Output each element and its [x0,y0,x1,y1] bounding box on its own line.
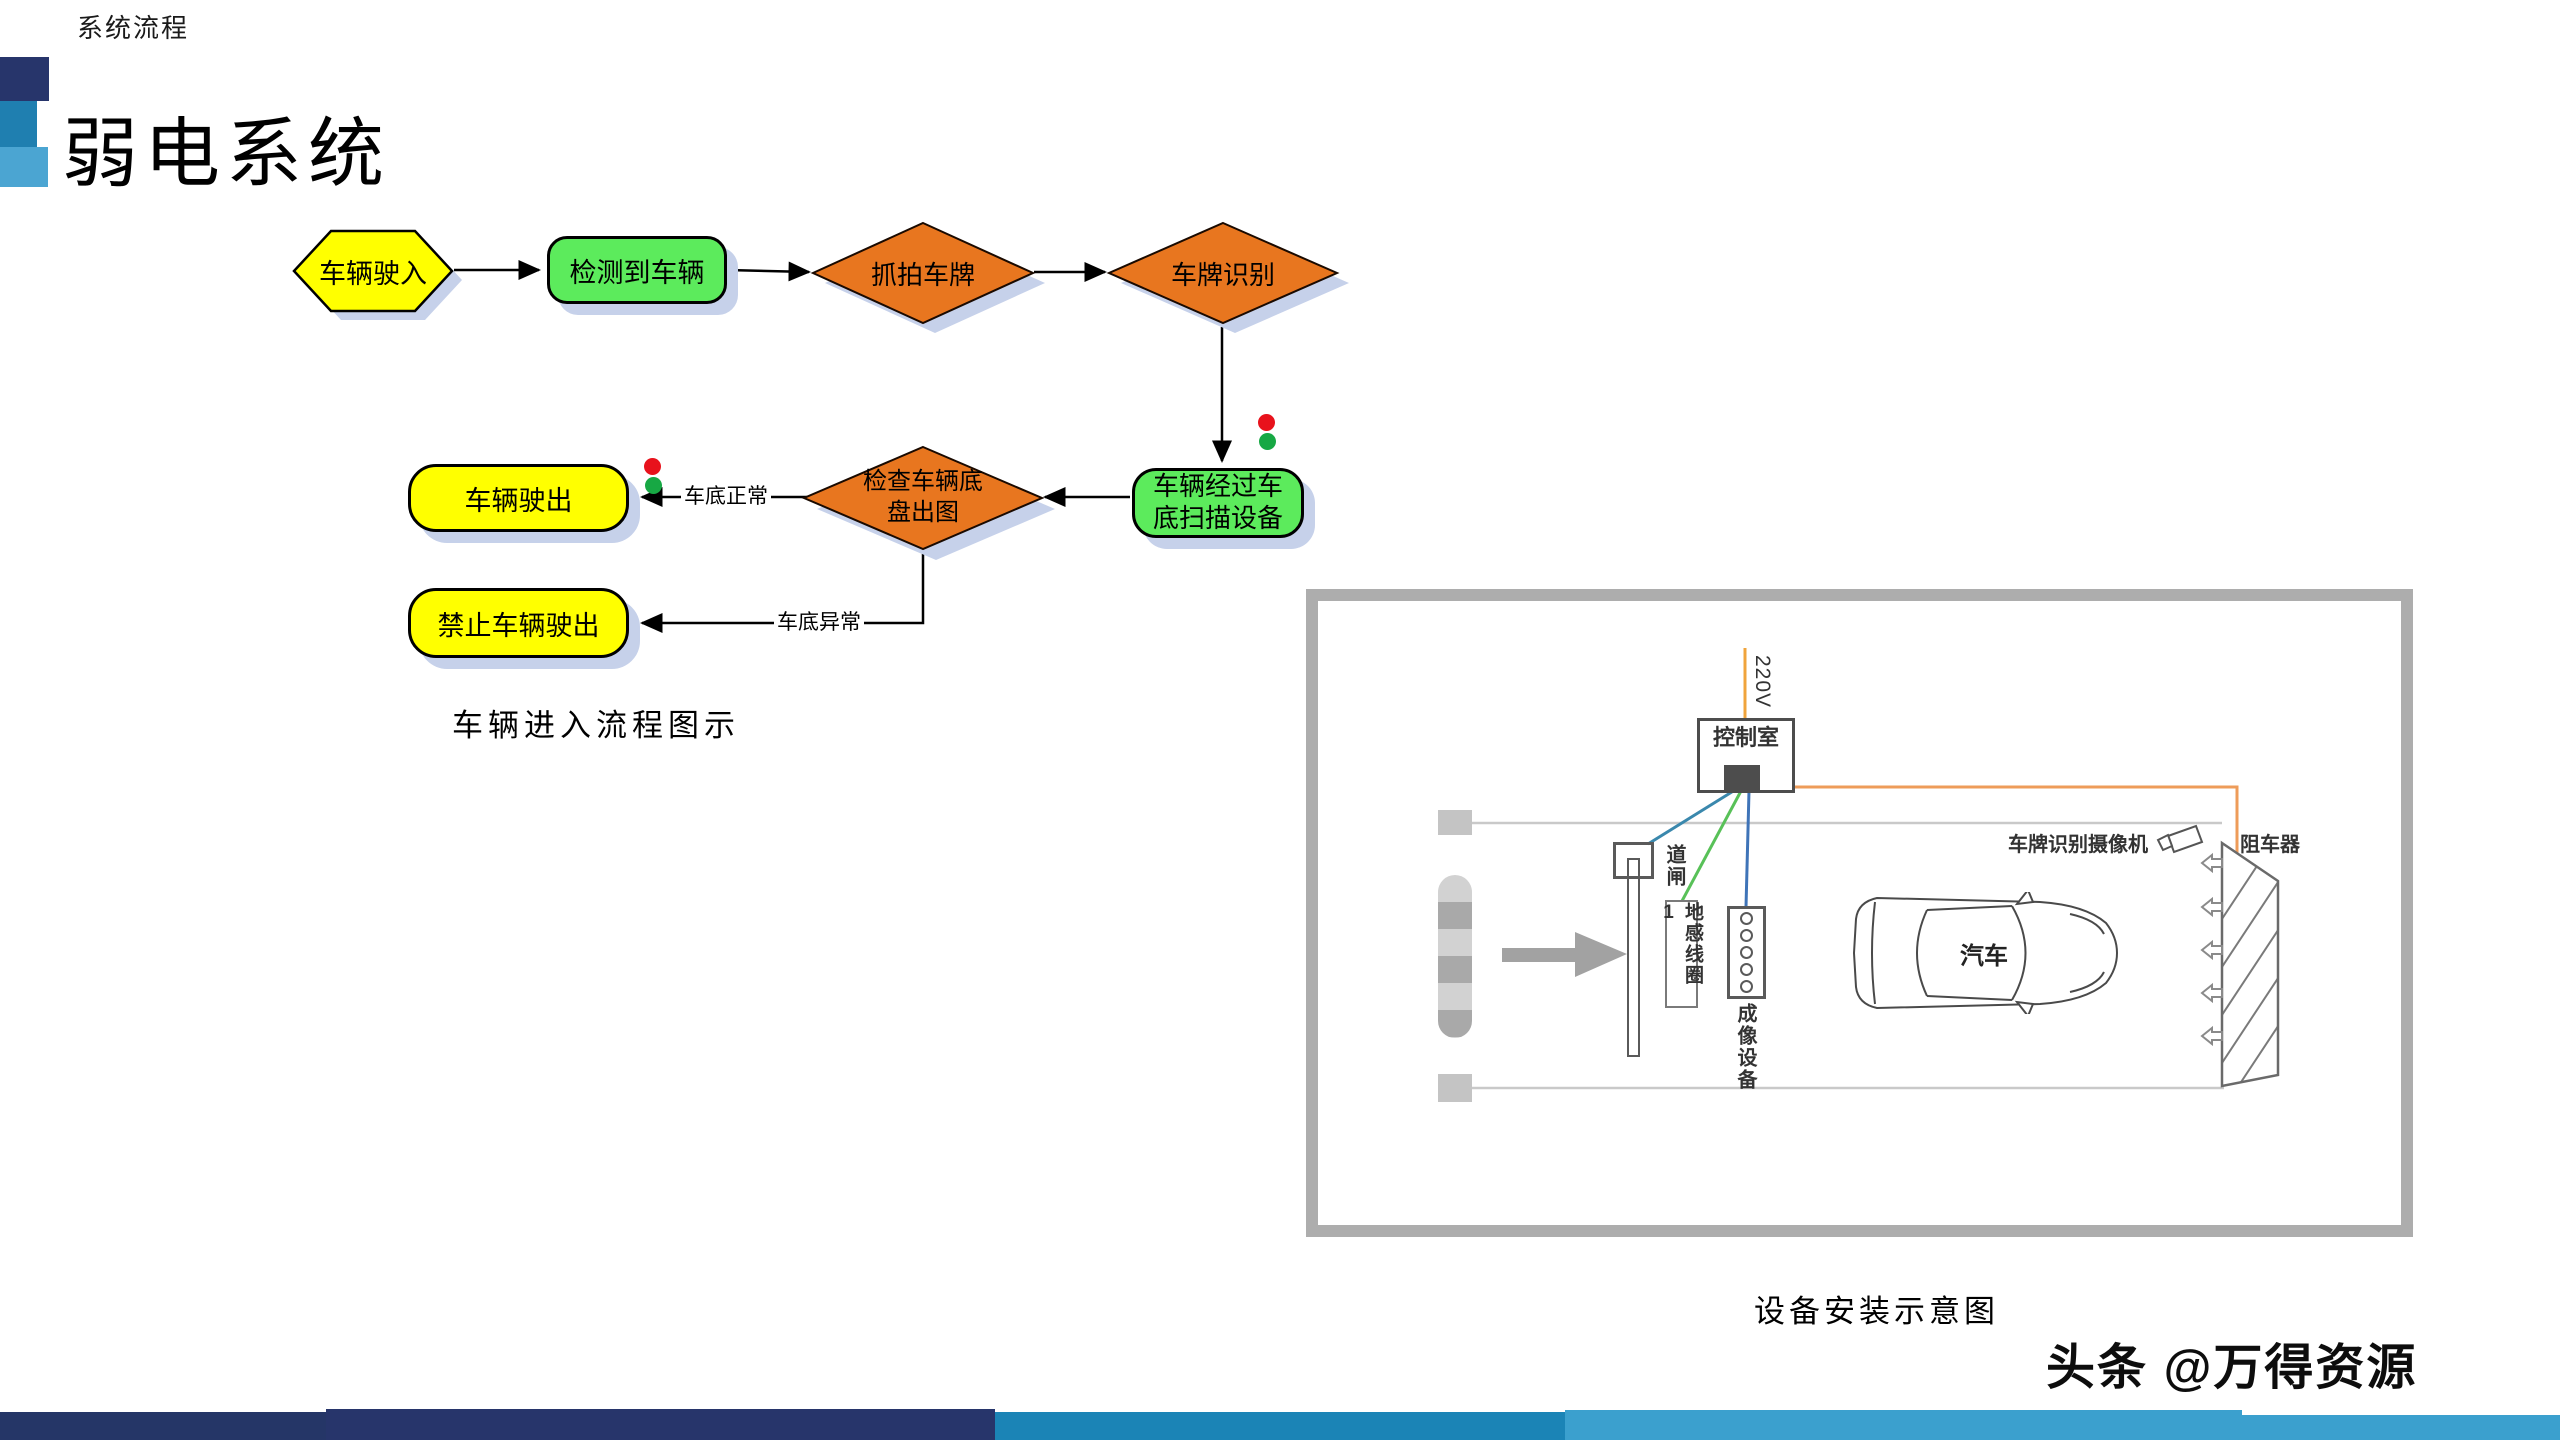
flow-node-detect: 检测到车辆 [547,236,727,304]
car-drawing [1852,888,2119,1018]
edge-detect-capture [726,261,811,282]
blocker-arrows [2200,852,2223,1047]
flow-node-exit: 车辆驶出 [408,464,629,532]
ground-coil-label: 地感线圈1 [1658,902,1703,986]
red-light-dot [1258,414,1275,431]
footer-segment-5 [2242,1415,2560,1440]
camera-label: 车牌识别摄像机 [2008,834,2148,856]
blocker-label: 阻车器 [2240,834,2300,856]
control-room-label: 控制室 [1712,725,1779,750]
wire-to-coil [1680,790,1743,902]
diagram-caption: 设备安装示意图 [1754,1294,1999,1329]
green-light-dot [645,477,662,494]
flow-node-exit-label: 车辆驶出 [464,485,573,516]
blocker-outline [2220,840,2280,1088]
accent-block-dark [0,57,49,101]
camera-icon [2156,824,2204,854]
flow-node-enter-shape [292,229,462,320]
flow-node-detect-label: 检测到车辆 [569,257,705,288]
car: 汽车 [1845,888,2123,1018]
footer-segment-4 [1565,1410,2242,1440]
installation-diagram-frame: 220V 控制室 道闸 地感线圈1 成像设备 [1306,589,2413,1237]
green-light-dot [1259,433,1276,450]
flow-node-scan: 车辆经过车 底扫描设备 [1132,468,1304,538]
diamond-shape [810,221,1036,325]
flow-node-forbid: 禁止车辆驶出 [408,588,629,658]
wire-to-imaging [1744,790,1751,908]
flow-node-capture-label: 抓拍车牌 [870,260,975,290]
imaging-device-label: 成像设备 [1734,1003,1756,1091]
power-label: 220V [1751,655,1774,709]
ground-coil-box: 地感线圈1 [1658,900,1703,1008]
flow-node-forbid-label: 禁止车辆驶出 [437,610,600,641]
flow-node-enter-label: 车辆驶入 [319,258,427,289]
wire-to-blocker [1762,785,2239,853]
imaging-lens [1740,963,1753,976]
accent-block-light [0,147,48,187]
installation-diagram: 220V 控制室 道闸 地感线圈1 成像设备 [1318,601,2401,1225]
accent-block-medium [0,101,37,147]
footer-segment-1 [0,1412,326,1440]
imaging-lens [1740,912,1753,925]
diamond-shape [801,445,1045,551]
curb-marker-bottom [1438,1074,1472,1102]
barrier-gate-label: 道闸 [1663,844,1685,888]
diagram-linework [1438,648,2280,1090]
watermark: 头条 @万得资源 [2046,1341,2418,1395]
flow-node-recognize-shape [1106,221,1349,333]
flow-node-scan-line1: 车辆经过车 [1152,472,1283,501]
flow-node-scan-line2: 底扫描设备 [1152,504,1283,533]
slide-eyebrow: 系统流程 [77,14,190,43]
flow-node-capture-shape [810,221,1045,333]
control-room-box: 控制室 [1697,718,1795,793]
car-label: 汽车 [1960,942,2008,970]
control-room-port [1724,765,1760,791]
flow-node-check-line1: 检查车辆底 [863,469,983,495]
barrier-gate-box [1613,842,1654,879]
edge-label-abnormal: 车底异常 [774,610,864,635]
flowchart-caption: 车辆进入流程图示 [452,708,740,743]
imaging-lens [1740,946,1753,959]
flow-node-check-shape [801,445,1055,560]
edge-label-normal: 车底正常 [681,484,771,509]
flow-node-recognize-label: 车牌识别 [1170,260,1275,290]
wire-to-gate [1647,788,1736,846]
imaging-lens [1740,980,1753,993]
flow-node-check-label: 检查车辆底 盘出图 [801,444,1045,552]
imaging-device-box [1727,906,1766,999]
red-light-dot [644,458,661,475]
hexagon-shape [292,229,454,313]
imaging-lens [1740,929,1753,942]
footer-segment-2 [326,1409,995,1440]
entry-direction-arrow [1502,932,1627,977]
curb-marker-top [1438,810,1472,835]
page-title: 弱电系统 [62,112,390,197]
diamond-shape [1106,221,1340,325]
footer-segment-3 [995,1412,1565,1440]
flow-node-check-line2: 盘出图 [887,500,959,526]
barrier-gate-pole [1627,858,1640,1057]
crosswalk-stripes [1438,875,1472,1038]
